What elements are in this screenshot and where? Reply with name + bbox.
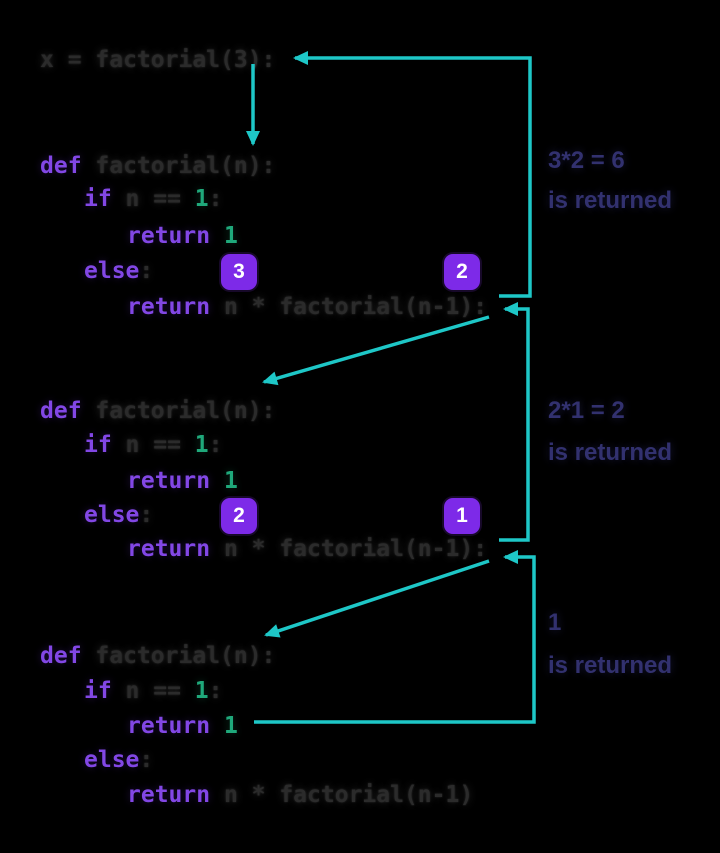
step-badge-n3: 3 bbox=[221, 254, 257, 290]
block1-line-if: if n == 1: bbox=[84, 186, 223, 212]
keyword-return: return bbox=[127, 713, 211, 739]
keyword-return: return bbox=[127, 468, 211, 494]
keyword-def: def bbox=[40, 643, 82, 669]
block3-line-if: if n == 1: bbox=[84, 678, 223, 704]
block3-line-return-base: return 1 bbox=[127, 713, 238, 739]
result-label-1: 1 is returned bbox=[548, 609, 672, 679]
return-arrow-result-2 bbox=[499, 302, 530, 542]
block1-line-else: else: bbox=[84, 258, 154, 284]
keyword-else: else bbox=[84, 258, 140, 284]
call-expression-text: x = factorial(3): bbox=[40, 47, 276, 73]
result-caption: is returned bbox=[548, 187, 673, 214]
keyword-return: return bbox=[127, 294, 211, 320]
call-arrow-recursive-2 bbox=[264, 559, 490, 638]
keyword-if: if bbox=[84, 678, 112, 704]
call-arrow-recursive-1 bbox=[262, 315, 490, 386]
block2-line-return-base: return 1 bbox=[127, 468, 238, 494]
block2-line-def: def factorial(n): bbox=[40, 398, 276, 424]
keyword-if: if bbox=[84, 432, 112, 458]
block3-line-def: def factorial(n): bbox=[40, 643, 276, 669]
block2-line-else: else: bbox=[84, 502, 154, 528]
step-badge-n2: 2 bbox=[221, 498, 257, 534]
result-value: 2*1 = 2 bbox=[548, 397, 625, 424]
return-arrow-result-1 bbox=[254, 550, 536, 724]
keyword-return: return bbox=[127, 223, 211, 249]
keyword-else: else bbox=[84, 747, 140, 773]
number-literal: 1 bbox=[210, 713, 238, 739]
block3-line-else: else: bbox=[84, 747, 154, 773]
keyword-return: return bbox=[127, 536, 211, 562]
keyword-if: if bbox=[84, 186, 112, 212]
number-literal: 1 bbox=[210, 223, 238, 249]
block1-line-return-recursive: return n * factorial(n-1): bbox=[127, 294, 488, 320]
keyword-def: def bbox=[40, 398, 82, 424]
block1-line-return-base: return 1 bbox=[127, 223, 238, 249]
result-value: 3*2 = 6 bbox=[548, 147, 625, 174]
block2-line-return-recursive: return n * factorial(n-1): bbox=[127, 536, 488, 562]
code-line-initial-call: x = factorial(3): bbox=[40, 47, 275, 73]
return-arrow-result-6 bbox=[293, 51, 532, 298]
number-literal: 1 bbox=[194, 432, 209, 458]
result-value: 1 bbox=[548, 609, 562, 636]
keyword-else: else bbox=[84, 502, 140, 528]
number-literal: 1 bbox=[194, 678, 209, 704]
step-badge-call2: 2 bbox=[444, 254, 480, 290]
step-badge-call1: 1 bbox=[444, 498, 480, 534]
result-caption: is returned bbox=[548, 652, 673, 679]
block1-line-def: def factorial(n): bbox=[40, 153, 276, 179]
keyword-return: return bbox=[127, 782, 211, 808]
result-label-6: 3*2 = 6 is returned bbox=[548, 147, 672, 214]
result-caption: is returned bbox=[548, 439, 673, 466]
block2-line-if: if n == 1: bbox=[84, 432, 223, 458]
block3-line-return-recursive: return n * factorial(n-1) bbox=[127, 782, 474, 808]
number-literal: 1 bbox=[194, 186, 209, 212]
number-literal: 1 bbox=[210, 468, 238, 494]
result-label-2: 2*1 = 2 is returned bbox=[548, 397, 672, 466]
keyword-def: def bbox=[40, 153, 82, 179]
